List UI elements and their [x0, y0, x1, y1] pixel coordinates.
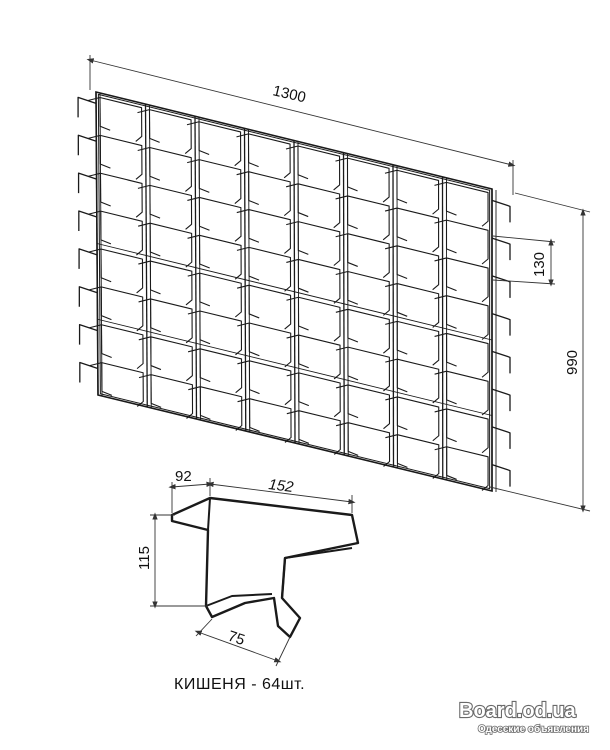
- rack-side-bracket: [491, 199, 511, 223]
- rack-side-bracket: [78, 286, 98, 307]
- spacing-dimension: 130: [492, 235, 556, 287]
- pocket-width-label: 152: [268, 476, 296, 496]
- rack-side-bracket: [78, 248, 98, 269]
- rack-pocket: [434, 257, 489, 303]
- rack-pocket: [335, 195, 390, 241]
- rack-pocket: [89, 286, 144, 332]
- rack-pocket: [88, 172, 143, 218]
- rack-side-bracket: [78, 210, 98, 231]
- rack-pocket: [187, 234, 242, 280]
- height-label: 990: [564, 350, 581, 375]
- rack-pocket: [434, 181, 489, 227]
- rack-pocket: [385, 396, 440, 442]
- rack-pocket: [187, 310, 243, 356]
- rack-side-bracket: [78, 323, 98, 345]
- width-label: 1300: [271, 82, 307, 106]
- rack-pocket: [385, 434, 440, 479]
- rack-pocket: [89, 362, 144, 407]
- rack-pocket: [384, 207, 440, 253]
- rack-side-bracket: [491, 350, 511, 374]
- rack-pocket: [187, 196, 242, 242]
- pocket-detail: 92 152 115 75: [136, 468, 360, 667]
- rack-side-bracket: [77, 134, 97, 156]
- rack-pocket: [286, 334, 341, 380]
- rack-pocket: [285, 183, 341, 229]
- rack-side-bracket: [491, 237, 511, 261]
- rack-pocket: [335, 422, 391, 467]
- rack-pocket: [335, 384, 391, 430]
- rack-pocket: [286, 258, 341, 304]
- rack-pocket: [236, 246, 292, 292]
- rack-pocket: [237, 360, 292, 406]
- rack-side-bracket: [491, 463, 511, 487]
- rack-rail: [96, 243, 493, 341]
- rack-pocket: [434, 446, 489, 491]
- pocket-height-label: 115: [136, 546, 153, 570]
- rack-pocket: [286, 410, 341, 455]
- pocket-depth-label: 92: [175, 468, 192, 485]
- rack-side-bracket: [491, 275, 511, 298]
- wire-rack: [77, 90, 511, 493]
- rack-pocket: [236, 284, 292, 330]
- rack-pocket: [187, 272, 242, 318]
- rack-pocket: [384, 245, 440, 291]
- rack-pocket: [385, 283, 440, 328]
- rack-pocket: [88, 248, 144, 294]
- rack-pocket: [384, 169, 440, 215]
- rack-pocket: [188, 386, 243, 431]
- rack-pocket: [385, 320, 440, 366]
- watermark: Board.od.ua Одесские объявления: [458, 699, 590, 736]
- rack-pocket: [138, 336, 193, 382]
- rack-pocket: [137, 184, 193, 230]
- rack-pocket: [138, 298, 193, 344]
- rack-pocket: [434, 332, 489, 378]
- rack-pocket: [434, 370, 489, 416]
- rack-pocket: [335, 270, 390, 316]
- rack-pocket: [286, 296, 341, 342]
- width-dimension: 1300: [86, 55, 516, 195]
- rack-pocket: [138, 260, 193, 306]
- rack-side-bracket: [491, 426, 511, 449]
- rack-pocket: [138, 374, 194, 419]
- rack-pocket: [237, 322, 292, 368]
- rack-pocket: [335, 233, 390, 279]
- rack-pocket: [335, 308, 390, 354]
- pocket-bottom-label: 75: [226, 628, 247, 649]
- height-dimension: 990: [489, 192, 591, 513]
- rack-pocket: [236, 208, 291, 254]
- rack-pocket: [88, 210, 143, 256]
- rack-pocket: [237, 398, 292, 443]
- rack-side-bracket: [79, 361, 99, 383]
- rack-side-bracket: [491, 388, 511, 412]
- rack-pocket: [385, 358, 440, 404]
- rack-pocket: [187, 348, 243, 394]
- rack-side-bracket: [77, 172, 97, 194]
- rack-pocket: [434, 408, 489, 454]
- rack-pocket: [286, 221, 341, 266]
- rack-side-bracket: [491, 312, 511, 336]
- rack-pocket: [236, 171, 291, 217]
- rack-pocket: [434, 295, 489, 340]
- rack-pocket: [138, 222, 193, 268]
- watermark-site: Board.od.ua: [459, 700, 577, 722]
- rack-side-bracket: [77, 96, 97, 118]
- rack-pocket: [335, 346, 390, 392]
- rack-pocket: [89, 324, 144, 370]
- rack-rail: [97, 318, 493, 416]
- pocket-caption: КИШЕНЯ - 64шт.: [174, 676, 305, 693]
- rack-pocket: [434, 219, 489, 265]
- watermark-tagline: Одесские объявления: [478, 723, 589, 735]
- spacing-label: 130: [531, 252, 548, 277]
- rack-pocket: [286, 372, 341, 418]
